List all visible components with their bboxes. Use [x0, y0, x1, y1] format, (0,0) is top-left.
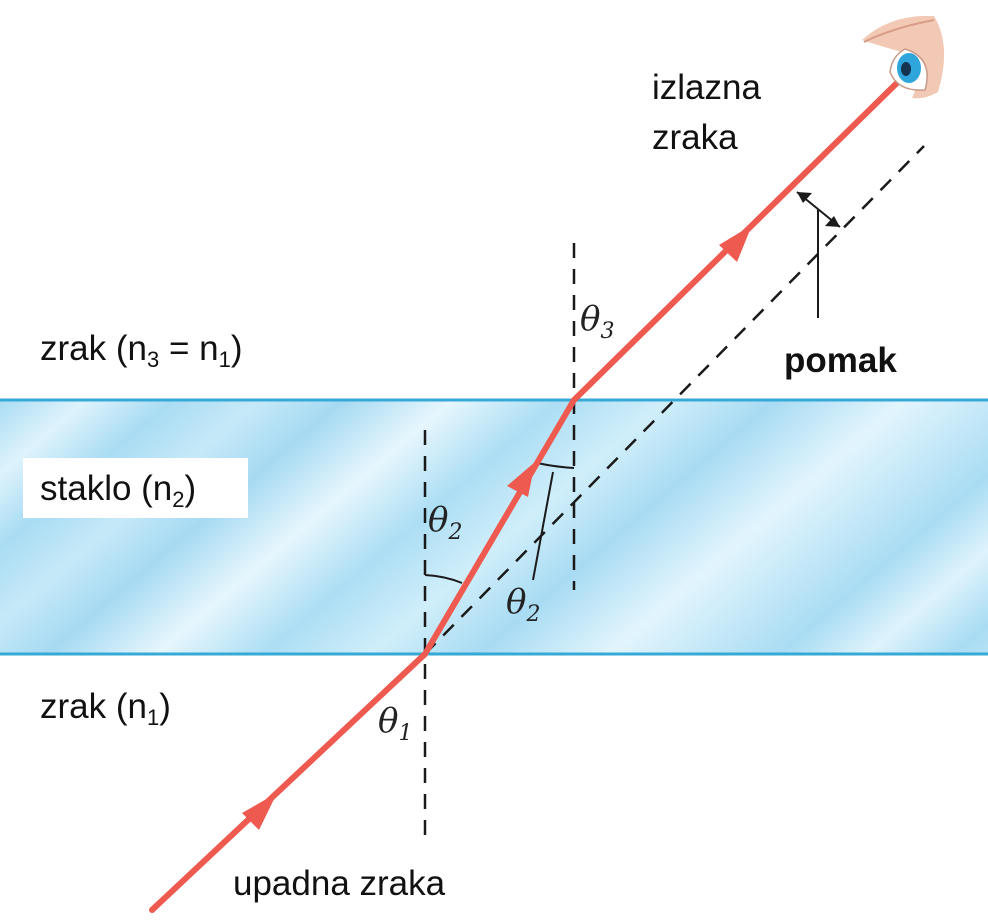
theta2-pointer	[532, 471, 554, 581]
glass-label-background	[23, 458, 248, 518]
theta2-label-outer: θ2	[506, 582, 540, 627]
medium-label-air-top: zrak (n3 = n1)	[40, 329, 242, 372]
medium-label-air-bottom: zrak (n1)	[40, 687, 171, 730]
theta3-label: θ3	[580, 299, 614, 344]
theta2-label-inner: θ2	[428, 500, 462, 545]
eye-icon	[862, 15, 945, 99]
incident-extension-line	[424, 145, 925, 655]
displacement-label: pomak	[784, 341, 897, 380]
glass-slab	[0, 398, 988, 656]
incident-ray-label: upadna zraka	[233, 864, 446, 903]
theta2-arc-outer	[536, 462, 575, 469]
theta1-label: θ1	[378, 701, 412, 746]
emergent-arrowhead	[719, 225, 752, 262]
refracted-arrowhead	[507, 462, 535, 497]
incident-arrowhead	[242, 793, 277, 830]
displacement-indicator	[796, 191, 841, 318]
emergent-ray-label-line1: izlazna	[652, 68, 761, 107]
light-ray	[149, 74, 906, 913]
theta2-arc-inner	[424, 574, 463, 584]
emergent-ray-label-line2: zraka	[652, 118, 738, 157]
medium-label-glass: staklo (n2)	[40, 469, 196, 512]
